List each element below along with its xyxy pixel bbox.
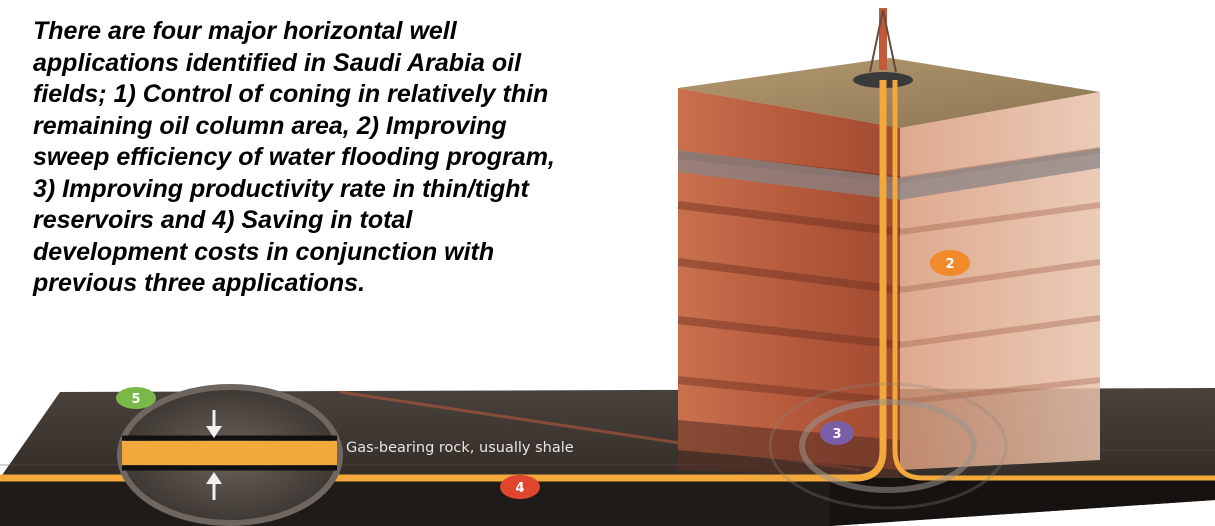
bend-highlight [768, 382, 1008, 510]
badge-3: 3 [820, 421, 854, 445]
svg-text:5: 5 [131, 392, 140, 407]
description-line: previous three applications. [33, 269, 366, 297]
description-line: applications identified in Saudi Arabia … [33, 48, 522, 77]
badge-2: 2 [930, 250, 970, 276]
badge-4: 4 [500, 475, 540, 499]
description-line: development costs in conjunction with [33, 237, 495, 266]
arrow-up-icon [206, 472, 222, 500]
rock-block [677, 58, 1101, 478]
drilling-rig-icon [853, 8, 913, 88]
svg-text:4: 4 [515, 481, 524, 496]
badge-5: 5 [116, 387, 156, 409]
description-line: There are four major horizontal well [33, 17, 457, 45]
cross-section-inset [117, 384, 343, 526]
description-line: sweep efficiency of water flooding progr… [33, 143, 555, 171]
shale-label: Gas-bearing rock, usually shale [346, 440, 574, 456]
wellbore [0, 80, 1215, 482]
description-line: remaining oil column area, 2) Improving [33, 111, 507, 140]
description-line: reservoirs and 4) Saving in total [33, 206, 413, 234]
description-line: 3) Improving productivity rate in thin/t… [33, 174, 529, 203]
description-line: fields; 1) Control of coning in relative… [33, 80, 549, 108]
description-text: There are four major horizontal well app… [33, 16, 673, 300]
arrow-down-icon [206, 410, 222, 438]
svg-text:3: 3 [832, 427, 841, 442]
svg-text:2: 2 [945, 257, 954, 272]
